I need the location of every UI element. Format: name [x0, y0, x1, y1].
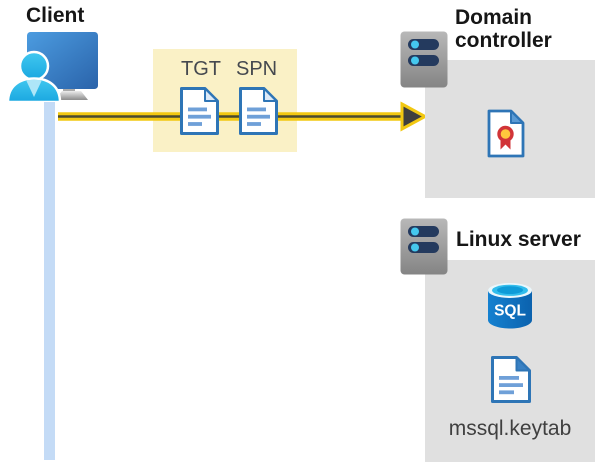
client-title: Client [26, 4, 85, 27]
spn-document-icon [239, 87, 278, 135]
tgt-document-icon [180, 87, 219, 135]
tgt-label: TGT [181, 58, 221, 80]
domain-controller-server-icon [400, 31, 448, 88]
sql-icon-label: SQL [494, 303, 526, 320]
auth-request-arrow [58, 101, 429, 132]
spn-label: SPN [236, 58, 278, 80]
certificate-icon [487, 109, 525, 158]
keytab-document-icon [491, 356, 531, 403]
domain-controller-title: Domain controller [455, 6, 552, 52]
client-computer-user-icon [6, 32, 98, 102]
linux-server-title: Linux server [456, 228, 581, 251]
linux-server-icon [400, 218, 448, 275]
client-vertical-connector-line [44, 93, 55, 460]
keytab-label: mssql.keytab [448, 417, 572, 440]
sql-database-icon: SQL [488, 283, 532, 329]
person-icon [18, 50, 50, 82]
